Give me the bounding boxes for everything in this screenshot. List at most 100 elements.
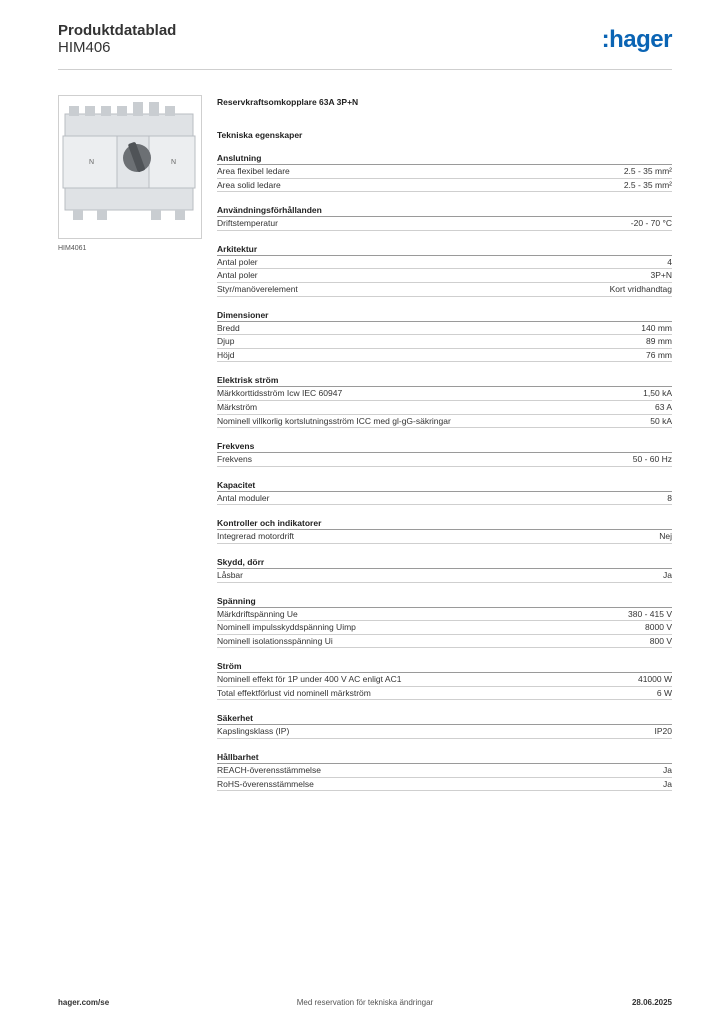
spec-label: Djup <box>217 336 235 347</box>
spec-label: Låsbar <box>217 569 243 580</box>
spec-row: Kapslingsklass (IP) IP20 <box>217 725 673 740</box>
section-title: Användningsförhållanden <box>217 204 672 218</box>
spec-value: -20 - 70 °C <box>630 218 672 229</box>
spec-value: IP20 <box>654 726 673 737</box>
spec-value: 6 W <box>656 687 672 698</box>
section-title: Hållbarhet <box>217 751 672 765</box>
spec-label: Nominell impulsskyddspänning Uimp <box>217 622 356 633</box>
spec-label: Nominell villkorlig kortslutningsström I… <box>217 415 451 426</box>
spec-label: Total effektförlust vid nominell märkstr… <box>217 687 371 698</box>
spec-row: RoHS-överensstämmelse Ja <box>217 778 672 792</box>
spec-value: 8 <box>667 492 672 503</box>
spec-row: Frekvens 50 - 60 Hz <box>217 453 672 467</box>
spec-label: REACH-överensstämmelse <box>217 765 321 776</box>
spec-row: Djup 89 mm <box>217 335 672 349</box>
footer-note: Med reservation för tekniska ändringar <box>296 998 434 1007</box>
section-title: Kontroller och indikatorer <box>217 517 672 531</box>
spec-row: Antal poler 4 <box>217 256 672 270</box>
section-title: Dimensioner <box>217 309 672 322</box>
spec-value: 140 mm <box>641 322 672 333</box>
switch-illustration: N N <box>62 102 196 220</box>
page-header: Produktdatablad HIM406 :hager <box>58 22 672 70</box>
spec-label: Driftstemperatur <box>217 218 278 229</box>
spec-value: 1,50 kA <box>643 388 672 399</box>
section-title: Ström <box>217 660 672 674</box>
spec-label: Integrerad motordrift <box>217 531 295 542</box>
spec-label: Area flexibel ledare <box>217 166 290 176</box>
section-title: Arkitektur <box>217 243 672 256</box>
spec-row: Nominell villkorlig kortslutningsström I… <box>217 415 672 429</box>
spec-value: 380 - 415 V <box>628 608 672 619</box>
spec-value: 3P+N <box>650 270 673 281</box>
spec-row: Styr/manöverelement Kort vridhandtag <box>217 283 672 297</box>
spec-value: 2.5 - 35 mm² <box>623 179 672 190</box>
section-title: Frekvens <box>217 440 672 454</box>
spec-label: Antal poler <box>217 270 258 281</box>
spec-label: Märkkorttidsström Icw IEC 60947 <box>217 388 343 399</box>
logo-text: hager <box>609 26 672 53</box>
spec-value: 50 - 60 Hz <box>632 454 672 465</box>
spec-row: Antal moduler 8 <box>217 492 672 506</box>
spec-value: 50 kA <box>650 415 672 426</box>
spec-label: Antal moduler <box>217 492 270 503</box>
spec-label: Area solid ledare <box>217 179 281 190</box>
spec-value: 41000 W <box>637 674 672 685</box>
spec-row: Driftstemperatur -20 - 70 °C <box>217 217 672 231</box>
spec-value: Ja <box>663 765 672 776</box>
svg-text:N: N <box>89 159 94 166</box>
product-image: N N <box>58 95 202 239</box>
section-title: Spänning <box>217 595 672 608</box>
spec-label: Antal poler <box>217 256 258 267</box>
product-image-caption: HIM4061 <box>58 245 87 252</box>
spec-row: Nominell isolationsspänning Ui 800 V <box>217 635 672 649</box>
spec-value: Kort vridhandtag <box>609 283 672 294</box>
spec-label: Höjd <box>217 349 235 360</box>
spec-label: RoHS-överensstämmelse <box>217 778 314 789</box>
spec-value: 89 mm <box>646 336 672 347</box>
spec-row: Area solid ledare 2.5 - 35 mm² <box>217 179 672 193</box>
section-title: Säkerhet <box>217 712 672 726</box>
spec-label: Nominell effekt för 1P under 400 V AC en… <box>217 674 402 685</box>
section-title: Anslutning <box>217 152 672 165</box>
section-title: Elektrisk ström <box>217 374 672 388</box>
spec-label: Märkström <box>217 401 258 412</box>
document-title: Produktdatablad <box>58 22 177 39</box>
spec-label: Styr/manöverelement <box>217 283 298 294</box>
footer-date: 28.06.2025 <box>631 998 672 1007</box>
product-code: HIM406 <box>58 39 111 56</box>
spec-row: REACH-överensstämmelse Ja <box>217 764 672 778</box>
spec-row: Area flexibel ledare 2.5 - 35 mm² <box>217 165 672 179</box>
spec-label: Kapslingsklass (IP) <box>217 726 290 737</box>
spec-row: Total effektförlust vid nominell märkstr… <box>217 687 672 701</box>
footer-website: hager.com/se <box>58 998 110 1007</box>
spec-label: Bredd <box>217 322 240 333</box>
tech-specs-heading: Tekniska egenskaper <box>217 130 303 140</box>
spec-label: Nominell isolationsspänning Ui <box>217 635 333 646</box>
spec-value: 800 V <box>649 635 672 646</box>
section-title: Skydd, dörr <box>217 556 672 569</box>
spec-row: Antal poler 3P+N <box>217 269 672 283</box>
spec-label: Frekvens <box>217 454 252 465</box>
spec-value: 2.5 - 35 mm² <box>623 166 672 176</box>
spec-value: Ja <box>663 778 672 789</box>
section-title: Kapacitet <box>217 479 672 492</box>
svg-text:N: N <box>171 159 176 166</box>
spec-value: 4 <box>667 256 672 267</box>
